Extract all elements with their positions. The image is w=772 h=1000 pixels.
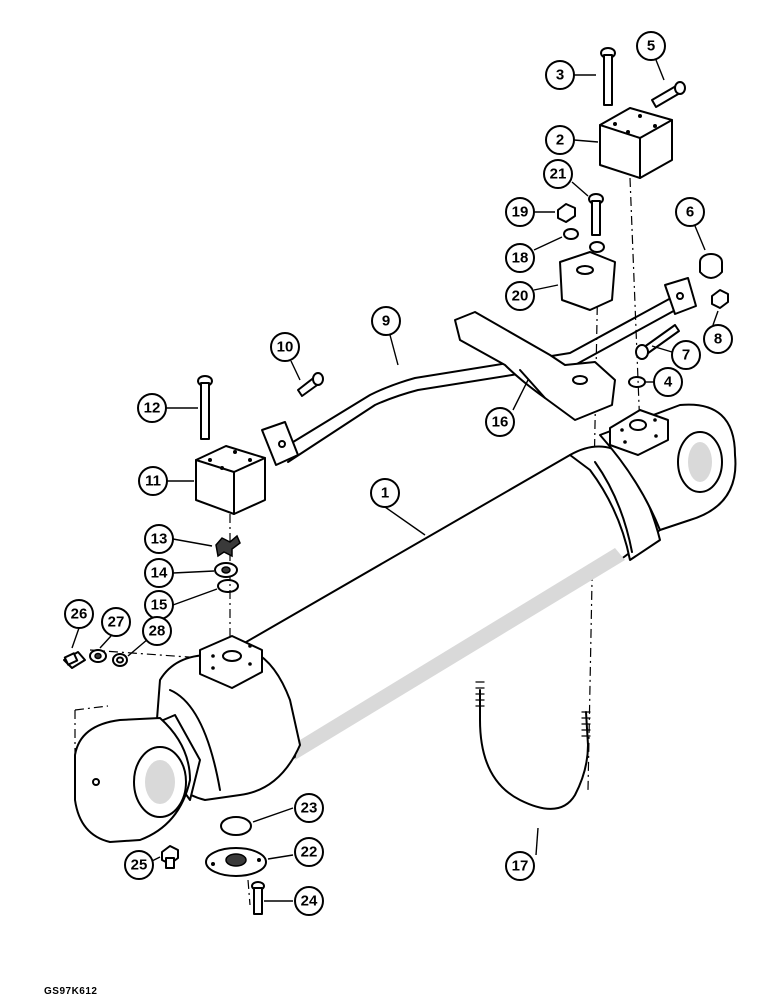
callout-17: 17 <box>505 851 535 881</box>
callout-2: 2 <box>545 125 575 155</box>
svg-text:18: 18 <box>512 250 529 267</box>
svg-text:4: 4 <box>664 374 673 391</box>
block-2 <box>599 107 673 179</box>
svg-text:12: 12 <box>144 400 161 417</box>
callout-10: 10 <box>270 332 300 362</box>
svg-text:7: 7 <box>682 347 690 364</box>
callout-27: 27 <box>101 607 131 637</box>
callout-5: 5 <box>636 31 666 61</box>
callout-3: 3 <box>545 60 575 90</box>
svg-text:19: 19 <box>512 204 529 221</box>
callout-26: 26 <box>64 599 94 629</box>
svg-text:24: 24 <box>301 893 318 910</box>
callout-9: 9 <box>371 306 401 336</box>
svg-text:8: 8 <box>714 331 722 348</box>
svg-text:23: 23 <box>301 800 318 817</box>
svg-text:1: 1 <box>381 485 389 502</box>
svg-text:17: 17 <box>512 858 529 875</box>
callout-7: 7 <box>671 340 701 370</box>
callout-21: 21 <box>543 159 573 189</box>
svg-text:2: 2 <box>556 132 564 149</box>
callout-25: 25 <box>124 850 154 880</box>
svg-text:6: 6 <box>686 204 694 221</box>
callout-20: 20 <box>505 281 535 311</box>
clamp-bracket <box>454 311 616 421</box>
u-bolt <box>475 681 591 810</box>
callout-11: 11 <box>138 466 168 496</box>
callout-15: 15 <box>144 590 174 620</box>
svg-text:13: 13 <box>151 531 168 548</box>
block-11 <box>195 445 266 515</box>
callout-19: 19 <box>505 197 535 227</box>
svg-text:11: 11 <box>145 473 161 490</box>
pipe-assembly <box>261 277 697 466</box>
callout-28: 28 <box>142 616 172 646</box>
callout-4: 4 <box>653 367 683 397</box>
callout-12: 12 <box>137 393 167 423</box>
callout-22: 22 <box>294 837 324 867</box>
svg-text:20: 20 <box>512 288 529 305</box>
hydraulic-cylinder <box>74 403 737 843</box>
svg-text:9: 9 <box>382 313 390 330</box>
svg-text:21: 21 <box>550 166 567 183</box>
leader-lines <box>71 59 719 902</box>
callout-18: 18 <box>505 243 535 273</box>
callout-14: 14 <box>144 558 174 588</box>
svg-text:10: 10 <box>277 339 294 356</box>
svg-text:16: 16 <box>492 414 509 431</box>
svg-text:5: 5 <box>647 38 655 55</box>
diagram-code: GS97K612 <box>44 986 98 997</box>
callout-1: 1 <box>370 478 400 508</box>
clamp-half <box>559 251 616 311</box>
fasteners <box>63 47 729 915</box>
svg-text:22: 22 <box>301 844 318 861</box>
svg-text:25: 25 <box>131 857 148 874</box>
callout-24: 24 <box>294 886 324 916</box>
callout-6: 6 <box>675 197 705 227</box>
callout-16: 16 <box>485 407 515 437</box>
svg-text:3: 3 <box>556 67 564 84</box>
svg-text:15: 15 <box>151 597 168 614</box>
svg-text:14: 14 <box>151 565 168 582</box>
svg-text:27: 27 <box>108 614 125 631</box>
svg-text:28: 28 <box>149 623 166 640</box>
callout-23: 23 <box>294 793 324 823</box>
svg-text:26: 26 <box>71 606 88 623</box>
callout-13: 13 <box>144 524 174 554</box>
callout-8: 8 <box>703 324 733 354</box>
